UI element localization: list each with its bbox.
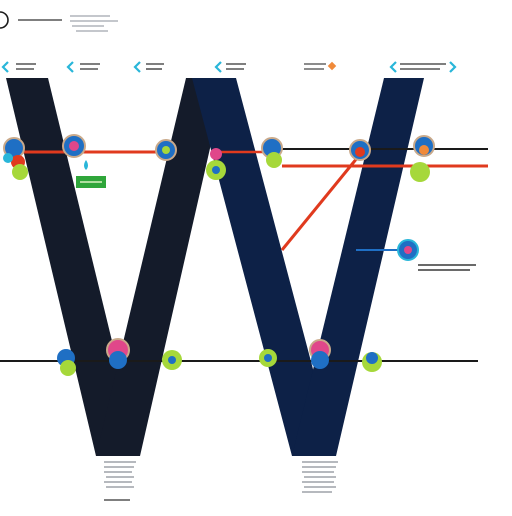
w-letter xyxy=(6,78,424,456)
node-cluster-icon xyxy=(362,352,382,372)
node-cluster-icon xyxy=(349,139,371,161)
chevron-icon xyxy=(389,61,397,73)
diamond-icon xyxy=(327,61,337,71)
w-stroke-4 xyxy=(292,78,424,456)
node-cluster-icon xyxy=(57,349,76,376)
chevron-icon xyxy=(214,61,222,73)
node-cluster-icon xyxy=(3,137,28,180)
upper-connectors xyxy=(14,148,488,251)
top-marker-row xyxy=(1,61,457,73)
marker-label-scribble xyxy=(16,63,36,70)
marker-label-scribble xyxy=(80,63,100,70)
marker-label-scribble xyxy=(400,63,446,70)
marker-label-scribble xyxy=(146,63,164,70)
pin-icon xyxy=(84,160,88,170)
marker-5 xyxy=(304,61,337,71)
logo-ring-icon xyxy=(0,11,9,29)
header-scribble xyxy=(70,15,118,32)
marker-6 xyxy=(389,61,457,73)
node-cluster-icon xyxy=(206,148,226,180)
marker-label-scribble xyxy=(226,63,246,70)
marker-4 xyxy=(214,61,246,73)
red-diagonal xyxy=(280,151,364,251)
bottom-caption-right xyxy=(302,461,338,493)
green-badge xyxy=(76,176,106,188)
upper-nodes xyxy=(3,134,435,261)
chevron-icon xyxy=(66,61,74,73)
marker-label-scribble xyxy=(304,63,326,70)
node-cluster-icon xyxy=(62,134,88,170)
node-cluster-icon xyxy=(397,239,419,261)
right-annotation-scribble xyxy=(418,264,476,271)
node-cluster-icon xyxy=(261,137,283,168)
marker-3 xyxy=(133,61,164,73)
marker-1 xyxy=(1,61,36,73)
lower-nodes xyxy=(57,338,382,376)
node-cluster-icon xyxy=(410,135,435,182)
header-area xyxy=(0,11,118,32)
chevron-icon xyxy=(133,61,141,73)
node-cluster-icon xyxy=(162,350,182,370)
node-cluster-icon xyxy=(309,339,331,369)
node-cluster-icon xyxy=(155,139,177,161)
marker-2 xyxy=(66,61,100,73)
chevron-icon xyxy=(1,61,9,73)
chevron-icon xyxy=(449,61,457,73)
node-cluster-icon xyxy=(259,349,277,367)
w-stroke-2 xyxy=(96,78,226,456)
bottom-caption-left xyxy=(104,461,136,501)
node-cluster-icon xyxy=(106,338,130,369)
